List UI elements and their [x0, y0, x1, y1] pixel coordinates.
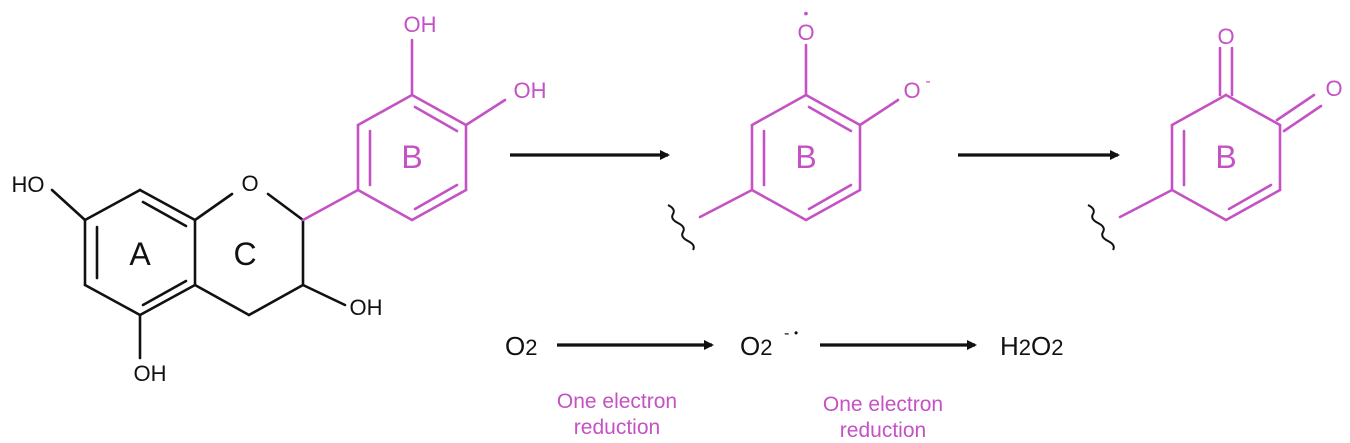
semiquinone-o-radical: O — [797, 20, 814, 45]
oh-3p-label: OH — [404, 12, 437, 37]
quinone-ring-bonds — [1118, 46, 1323, 222]
oh-4p-label: OH — [514, 78, 547, 103]
ring-c-bonds — [193, 192, 347, 317]
quinone-o2: O — [1325, 76, 1342, 101]
ho-7-label: HO — [12, 172, 45, 197]
semiquinone-radical-dot: • — [804, 5, 809, 21]
ring-c-label: C — [233, 236, 256, 272]
ring-b-bonds — [356, 38, 507, 222]
superoxide-charge: - — [784, 325, 789, 342]
oh-3-label: OH — [350, 295, 383, 320]
oh-5-label: OH — [134, 361, 167, 386]
ring-a-label: A — [129, 236, 151, 272]
semiquinone-molecule: O • O - B — [667, 5, 931, 251]
ring-a-bonds — [50, 188, 197, 360]
semiquinone-ring-bonds — [698, 43, 900, 222]
semiquinone-o-anion: O — [903, 78, 920, 103]
superoxide-formula: O2 — [740, 331, 772, 361]
annotation-first-line2: reduction — [574, 416, 660, 439]
annotation-second-line1: One electron — [823, 393, 943, 416]
h2o2-formula: H2O2 — [1000, 331, 1064, 361]
quinone-molecule: O O B — [1087, 24, 1343, 251]
quinone-o1: O — [1217, 24, 1234, 49]
catechin-molecule: O HO OH OH OH OH A C B — [12, 12, 547, 386]
semiquinone-ring-b-label: B — [795, 139, 816, 175]
ring-oxygen: O — [241, 171, 258, 196]
o2-formula: O2 — [505, 331, 537, 361]
quinone-ring-b-label: B — [1215, 139, 1236, 175]
attachment-wavy-line-1 — [667, 204, 695, 251]
attachment-wavy-line-2 — [1087, 204, 1115, 251]
c2-b-bond — [301, 188, 360, 222]
superoxide-dot: • — [794, 326, 798, 340]
semiquinone-anion-charge: - — [925, 73, 930, 90]
annotation-second-line2: reduction — [840, 419, 926, 442]
annotation-first-line1: One electron — [557, 390, 677, 413]
ring-b-label: B — [401, 139, 422, 175]
oxygen-reduction-pathway: O2 O2 - • H2O2 One electron reduction On… — [505, 325, 1064, 442]
